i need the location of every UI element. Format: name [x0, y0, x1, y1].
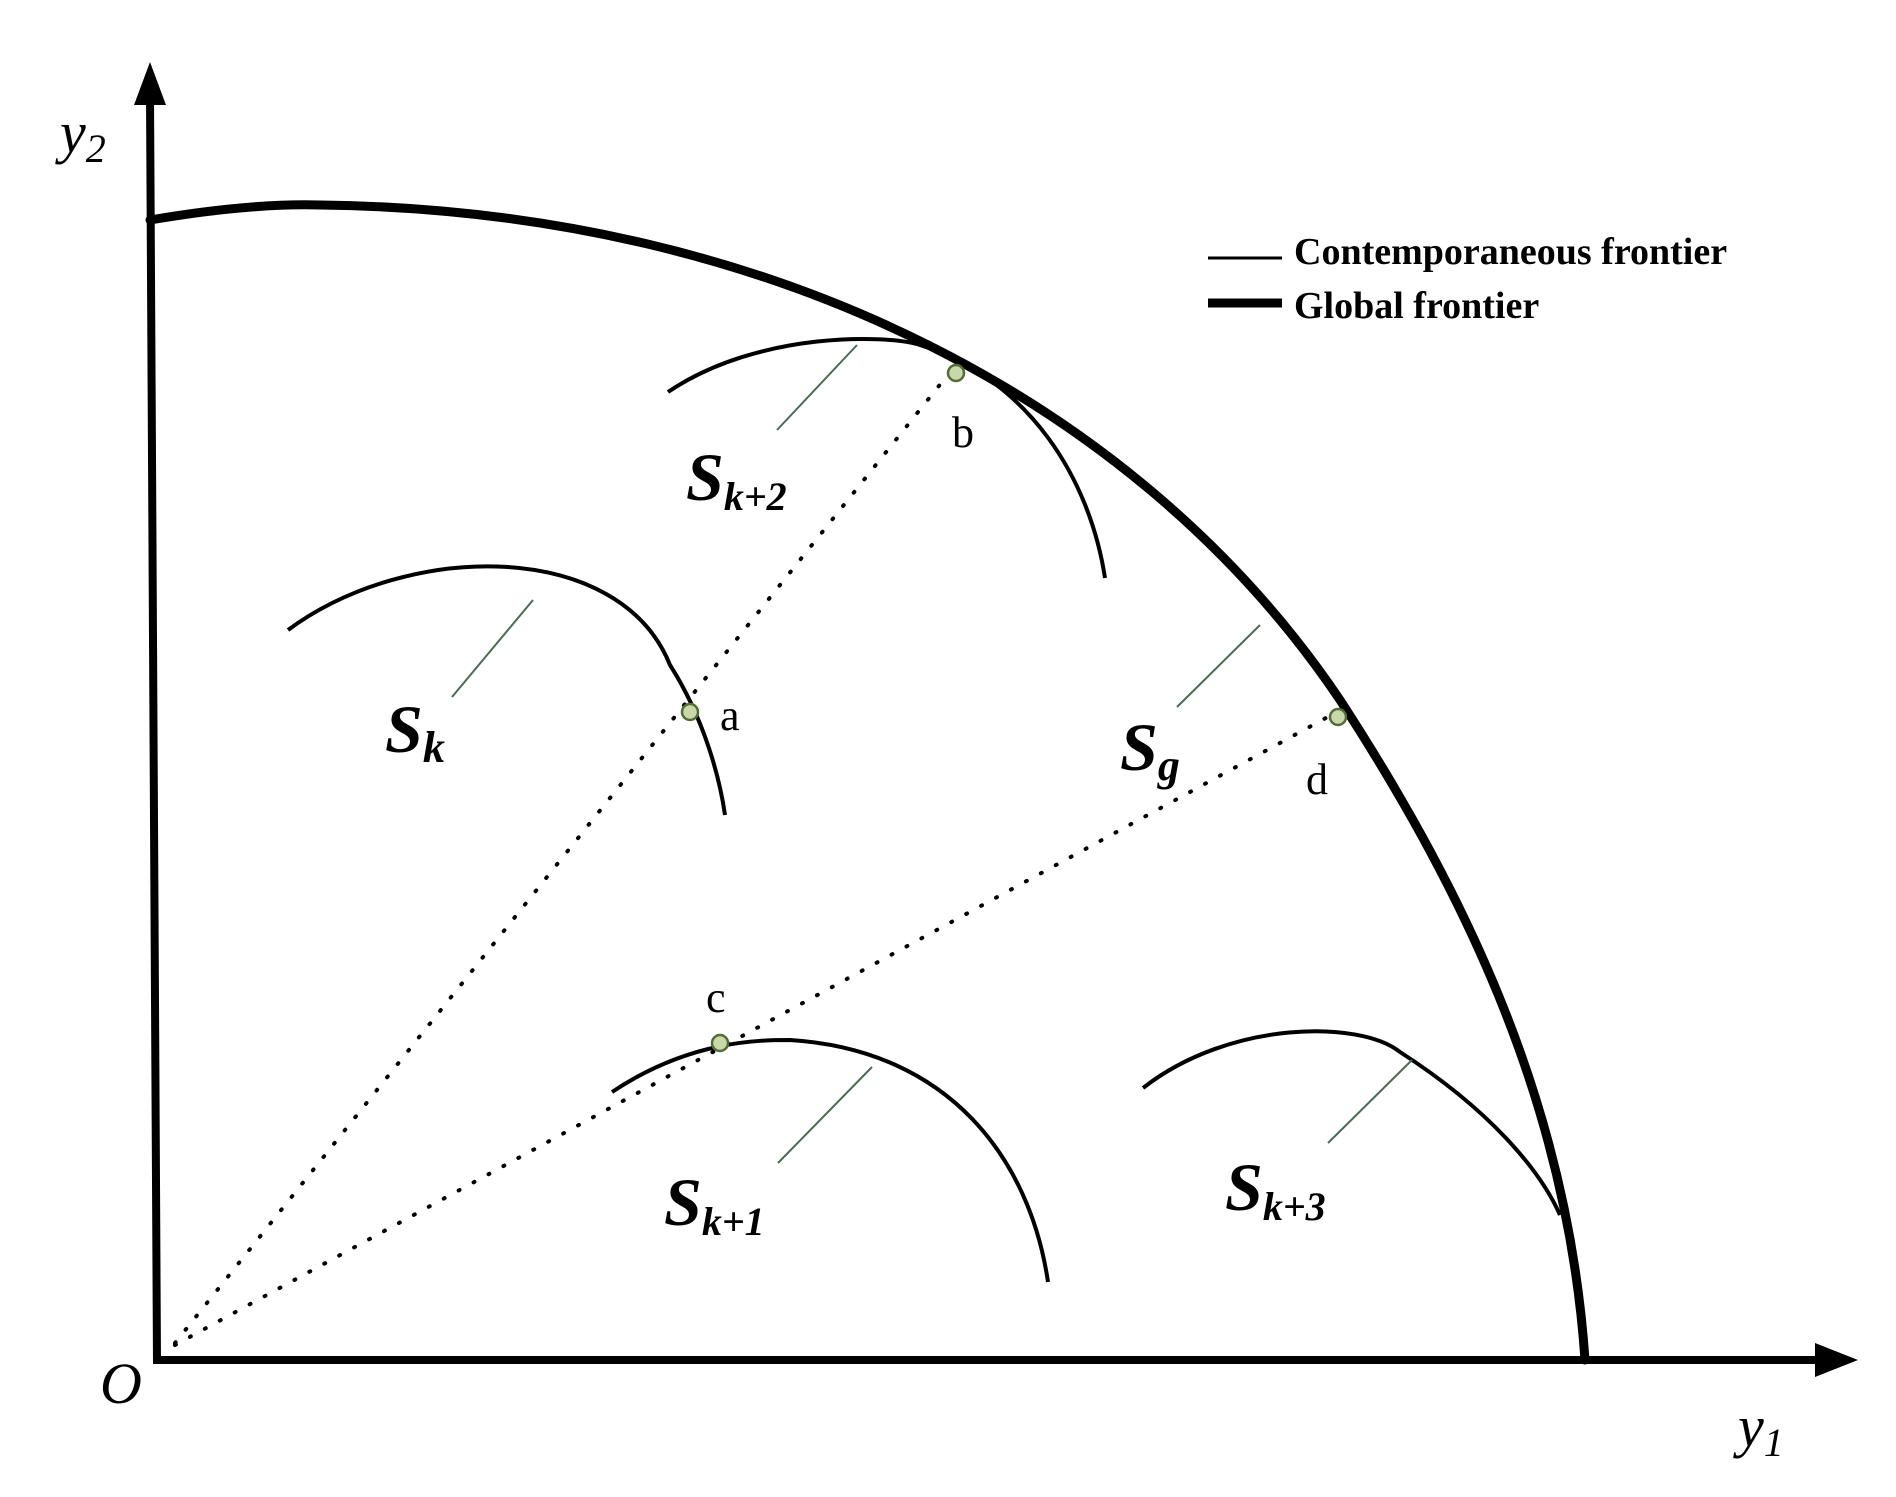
y-axis	[146, 94, 161, 1364]
marker-a	[680, 702, 700, 722]
frontier-label-sk3: Sk+3	[1225, 1149, 1326, 1229]
marker-c	[710, 1033, 730, 1053]
leader-sg	[1176, 624, 1261, 708]
x-axis-label: y1	[1733, 1394, 1784, 1465]
contemporaneous-frontiers	[286, 337, 1562, 1283]
frontier-sk3	[1141, 1029, 1562, 1216]
x-axis-arrow-icon	[1815, 1343, 1858, 1377]
leader-sk1	[777, 1066, 873, 1164]
legend-label-contemporaneous: Contemporaneous frontier	[1294, 231, 1727, 273]
frontier-sk	[286, 564, 727, 816]
leader-lines	[451, 344, 1413, 1164]
frontier-sk2	[666, 337, 1107, 579]
point-label-c: c	[706, 973, 726, 1022]
marker-d	[1328, 707, 1348, 727]
frontier-sk1	[610, 1037, 1050, 1283]
global-frontier	[145, 200, 1590, 1365]
point-markers	[680, 363, 1348, 1053]
origin-label: O	[100, 1351, 142, 1416]
marker-b	[946, 363, 966, 383]
point-label-a: a	[720, 691, 740, 740]
leader-sk	[451, 599, 534, 698]
frontier-label-sg: Sg	[1120, 709, 1180, 790]
y-axis-label: y2	[55, 100, 106, 171]
frontier-label-sk1: Sk+1	[664, 1164, 765, 1244]
point-label-b: b	[952, 408, 974, 457]
leader-sk3	[1327, 1059, 1413, 1144]
rays	[173, 370, 1337, 1347]
leader-sk2	[776, 344, 858, 431]
ray-to-b	[173, 370, 952, 1345]
y-axis-arrow-icon	[134, 62, 166, 105]
legend-label-global: Global frontier	[1294, 285, 1539, 327]
frontier-label-sk2: Sk+2	[686, 439, 787, 519]
legend: Contemporaneous frontier Global frontier	[1208, 231, 1727, 327]
axes	[134, 62, 1858, 1377]
frontier-label-sk: Sk	[385, 691, 445, 772]
ray-to-d	[173, 711, 1337, 1347]
point-label-d: d	[1306, 755, 1328, 804]
